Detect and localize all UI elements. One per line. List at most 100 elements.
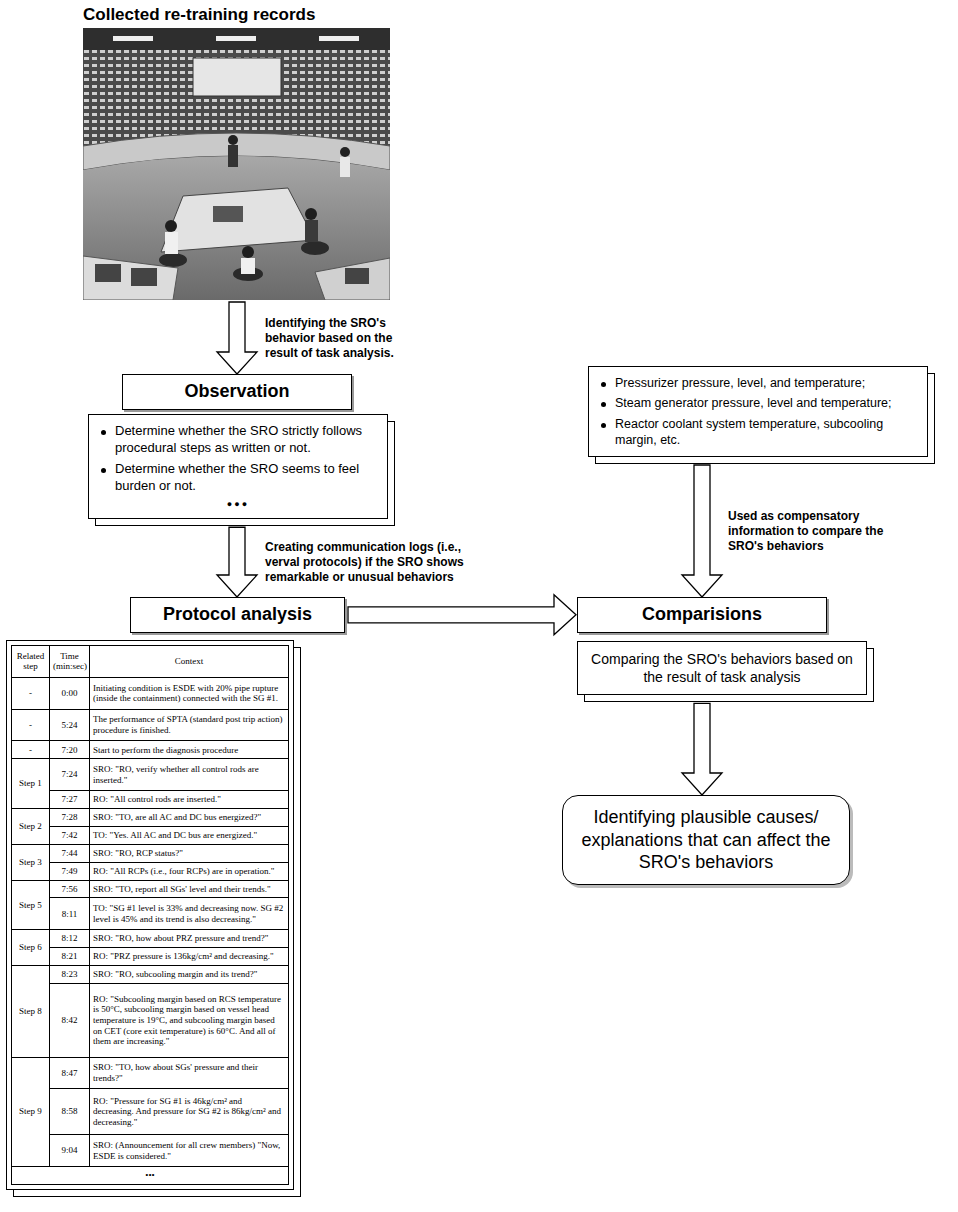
- table-cell: RO: "Subcooling margin based on RCS temp…: [90, 983, 289, 1057]
- block-arrow: [348, 595, 576, 635]
- table-cell-text: Step 1: [19, 778, 42, 788]
- table-cell-text: 7:28: [61, 812, 77, 822]
- stage-title-box: Protocol analysis: [130, 597, 345, 633]
- table-cell: SRO: "TO, are all AC and DC bus energize…: [90, 809, 289, 827]
- side-desk: [315, 258, 390, 300]
- table-cell: Step 2: [12, 809, 50, 845]
- bullet-dot: [101, 468, 106, 473]
- table-cell-text: 7:20: [61, 745, 77, 755]
- table-cell-text: RO: "Pressure for SG #1 is 46kg/cm² and …: [93, 1096, 281, 1127]
- table-cell-text: 7:27: [61, 794, 77, 804]
- person-head: [242, 246, 254, 258]
- person-head: [165, 220, 177, 232]
- table-cell-text: 8:11: [62, 909, 78, 919]
- ceiling-light: [216, 36, 256, 41]
- table-cell-text: 7:56: [61, 884, 77, 894]
- block-arrow: [682, 465, 722, 597]
- table-cell: 9:04: [50, 1135, 90, 1167]
- table-row: Step 57:56SRO: "TO, report all SGs' leve…: [12, 880, 289, 898]
- table-cell: RO: "All control rods are inserted.": [90, 791, 289, 809]
- floor: [83, 156, 390, 300]
- bullet-dot: [101, 430, 106, 435]
- table-cell-text: Step 9: [19, 1106, 42, 1116]
- table-cell: Initiating condition is ESDE with 20% pi…: [90, 677, 289, 709]
- table-row: 7:42TO: "Yes. All AC and DC bus are ener…: [12, 826, 289, 844]
- table-cell-text: 8:23: [61, 969, 77, 979]
- table-cell: 7:24: [50, 759, 90, 791]
- table-cell-text: SRO: "RO, how about PRZ pressure and tre…: [93, 933, 268, 943]
- detail-text: Reactor coolant system temperature, subc…: [615, 416, 915, 449]
- table-cell-text: Related step: [17, 651, 45, 672]
- table-cell: SRO: "RO, how about PRZ pressure and tre…: [90, 930, 289, 948]
- table-cell-text: SRO: "TO, report all SGs' level and thei…: [93, 884, 271, 894]
- table-cell: 8:42: [50, 983, 90, 1057]
- table-cell-text: SRO: (Announcement for all crew members)…: [93, 1140, 280, 1161]
- photo-panel: Collected re-training records: [83, 4, 390, 300]
- desk-monitor: [95, 264, 121, 282]
- table-row: Step 98:47SRO: "TO, how about SGs' press…: [12, 1057, 289, 1089]
- table-row: Step 68:12SRO: "RO, how about PRZ pressu…: [12, 930, 289, 948]
- table-cell-text: SRO: "RO, subcooling margin and its tren…: [93, 969, 257, 979]
- chair: [301, 241, 329, 255]
- table-row: Step 37:44SRO: "RO, RCP status?": [12, 844, 289, 862]
- table-row: 7:49 RO: "All RCPs (i.e., four RCPs) are …: [12, 862, 289, 880]
- table-cell: Step 5: [12, 880, 50, 930]
- table-cell: 8:21: [50, 948, 90, 966]
- detail-text: Determine whether the SRO strictly follo…: [115, 423, 375, 457]
- table-cell: RO: "All RCPs (i.e., four RCPs) are in o…: [90, 862, 289, 880]
- table-cell-text: Start to perform the diagnosis procedure: [93, 745, 238, 755]
- table-cell: 7:44: [50, 844, 90, 862]
- table-row: 8:58RO: "Pressure for SG #1 is 46kg/cm² …: [12, 1089, 289, 1135]
- table-cell: Step 8: [12, 966, 50, 1058]
- edge-label: Identifying the SRO's behavior based on …: [263, 315, 428, 362]
- table-cell-text: -: [29, 745, 32, 755]
- bullet-dot: [601, 402, 606, 407]
- table-cell-text: 8:12: [61, 933, 77, 943]
- person-body: [305, 220, 318, 242]
- edge-label: Used as compensatory information to comp…: [726, 508, 896, 555]
- table-cell: SRO: (Announcement for all crew members)…: [90, 1135, 289, 1167]
- table-cell: 8:47: [50, 1057, 90, 1089]
- table-cell-text: 5:24: [61, 720, 77, 730]
- table-cell-text: Step 8: [19, 1006, 42, 1016]
- protocol-table: Related stepTime (min:sec)Context - 0:00 In…: [11, 645, 289, 1185]
- table-cell-text: TO: "Yes. All AC and DC bus are energize…: [93, 830, 257, 840]
- person-body: [241, 258, 255, 274]
- stage-title-box: Observation: [122, 374, 352, 410]
- table-cell-text: Step 6: [19, 942, 42, 952]
- table-cell: 7:56: [50, 880, 90, 898]
- table-cell: Context: [90, 646, 289, 678]
- table-cell-text: RO: "PRZ pressure is 136kg/cm² and decre…: [93, 951, 274, 961]
- table-cell: 8:12: [50, 930, 90, 948]
- table-cell-text: Step 5: [19, 900, 42, 910]
- table-cell-text: SRO: "TO, are all AC and DC bus energize…: [93, 812, 261, 822]
- table-cell-text: The performance of SPTA (standard post t…: [93, 714, 282, 735]
- table-cell-text: 0:00: [61, 688, 77, 698]
- table-cell-text: 9:04: [61, 1145, 77, 1155]
- table-cell: Step 1: [12, 759, 50, 809]
- table-cell-text: 8:47: [61, 1068, 77, 1078]
- table-cell-text: SRO: "RO, verify whether all control rod…: [93, 764, 259, 785]
- table-cell: RO: "PRZ pressure is 136kg/cm² and decre…: [90, 948, 289, 966]
- desk-monitor: [345, 268, 369, 284]
- table-cell: •••: [12, 1166, 289, 1184]
- table-cell-text: TO: "SG #1 level is 33% and decreasing n…: [93, 903, 283, 924]
- block-arrow: [217, 302, 257, 374]
- photo-heading: Collected re-training records: [83, 5, 315, 24]
- table-row: 9:04 SRO: (Announcement for all crew memb…: [12, 1135, 289, 1167]
- table-cell-text: Context: [175, 656, 204, 666]
- table-cell: RO: "Pressure for SG #1 is 46kg/cm² and …: [90, 1089, 289, 1135]
- table-cell-text: Step 2: [19, 821, 42, 831]
- table-row: 7:27 RO: "All control rods are inserted.": [12, 791, 289, 809]
- table-cell: Step 6: [12, 930, 50, 966]
- table-cell: -: [12, 741, 50, 759]
- edge-label: Creating communication logs (i.e., verva…: [263, 539, 468, 586]
- front-desk: [83, 256, 178, 300]
- table-cell-text: 7:49: [61, 866, 77, 876]
- table-cell-text: RO: "Subcooling margin based on RCS temp…: [93, 994, 281, 1046]
- detail-text: Steam generator pressure, level and temp…: [615, 395, 892, 411]
- table-cell-text: RO: "All RCPs (i.e., four RCPs) are in o…: [93, 866, 274, 876]
- bullet-dot: [601, 382, 606, 387]
- table-row: Related stepTime (min:sec)Context: [12, 646, 289, 678]
